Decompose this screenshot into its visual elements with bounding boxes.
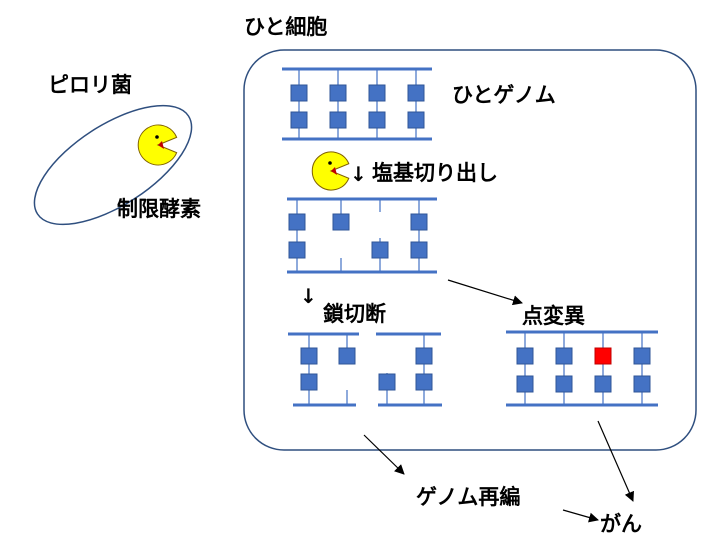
- arrow-icon: [363, 434, 405, 475]
- genome-excised: [287, 197, 437, 274]
- genome-rearrangement-label: ゲノム再編: [416, 485, 520, 509]
- genome-broken: [288, 332, 442, 407]
- cancer-label: がん: [600, 512, 642, 536]
- down-arrow-2: ↓: [300, 284, 317, 308]
- genome-intact: [282, 67, 432, 141]
- arrow-icon: [447, 279, 523, 306]
- mutated-base: [594, 347, 612, 365]
- human-cell-box: [243, 49, 697, 451]
- down-arrow-1: ↓: [350, 162, 367, 186]
- arrow-icon: [562, 509, 599, 523]
- pacman-enzyme-icon: [137, 124, 178, 166]
- point-mutation-label: 点変異: [522, 304, 585, 328]
- human-genome-label: ひとゲノム: [452, 83, 556, 107]
- restriction-enzyme-label: 制限酵素: [117, 197, 201, 221]
- base-excision-label: 塩基切り出し: [372, 161, 498, 185]
- arrow-icon: [597, 420, 634, 502]
- strand-break-label: 鎖切断: [323, 302, 386, 326]
- human-cell-label: ひと細胞: [244, 15, 327, 39]
- pacman-enzyme-icon: [311, 151, 350, 191]
- pylori-label: ピロリ菌: [48, 73, 132, 97]
- genome-point-mutation: [506, 330, 658, 407]
- pylori-bacterium: [33, 104, 193, 226]
